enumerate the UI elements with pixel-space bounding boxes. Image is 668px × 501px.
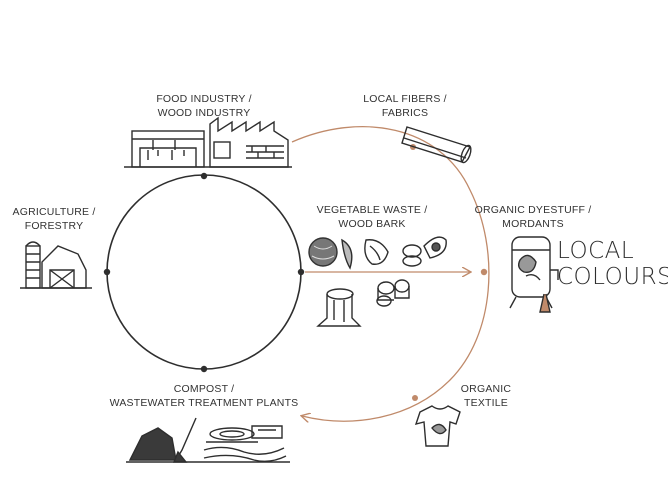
local-colours-arc [291,126,490,421]
factory-icon [124,116,292,168]
barn-silo-icon [20,241,92,289]
dye-vat-icon [509,236,559,313]
tree-stump-icon [316,279,410,327]
fabric-roll-icon [401,126,472,164]
cycle-node-top [200,172,208,180]
label-vegetable-waste-wood-bark: VEGETABLE WASTE /WOOD BARK [316,204,428,230]
tshirt-icon [414,405,461,447]
cycle-node-bottom [200,365,208,373]
vegetables-icon [308,236,447,270]
label-compost-wastewater: COMPOST /WASTEWATER TREATMENT PLANTS [109,383,299,409]
label-organic-dyestuff-mordants: ORGANIC DYESTUFF /MORDANTS [474,204,592,230]
arc-node-textile [412,395,418,401]
cycle-node-right [297,268,305,276]
label-agriculture-forestry: AGRICULTURE /FORESTRY [12,206,96,232]
arc-node-dyestuff [480,268,488,276]
compost-plant-icon [126,417,290,463]
main-cycle-circle [106,174,302,370]
label-local-fibers-fabrics: LOCAL FIBERS /FABRICS [363,93,447,119]
label-food-wood-industry: FOOD INDUSTRY /WOOD INDUSTRY [156,93,252,119]
cycle-node-left [103,268,111,276]
